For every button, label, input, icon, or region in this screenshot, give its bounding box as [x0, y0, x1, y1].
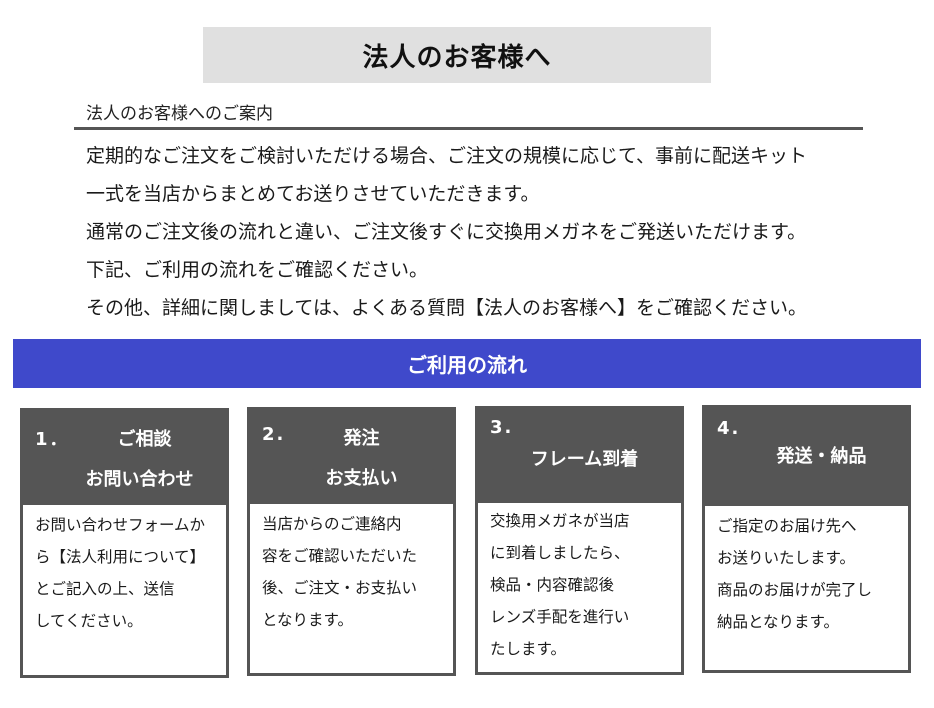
intro-line: 通常のご注文後の流れと違い、ご注文後すぐに交換用メガネをご発送いただけます。 — [86, 221, 807, 243]
step-body-line: 検品・内容確認後 — [490, 576, 615, 594]
flow-section-header: ご利用の流れ — [13, 339, 921, 388]
step-title: 発注 — [343, 428, 380, 449]
step-header: 2. 発注 お支払い — [250, 410, 453, 504]
step-number: 1． — [35, 429, 70, 450]
step-number: 4. — [717, 418, 741, 439]
intro-line: 一式を当店からまとめてお送りさせていただきます。 — [86, 183, 540, 205]
step-number: 2. — [262, 424, 286, 445]
flow-step-2: 2. 発注 お支払い 当店からのご連絡内 容をご確認いただいた 後、ご注文・お支… — [247, 407, 456, 676]
page-title-box: 法人のお客様へ — [203, 27, 711, 83]
flow-step-1: 1． ご相談 お問い合わせ お問い合わせフォームか ら【法人利用について】 とご… — [20, 408, 229, 678]
intro-text: 定期的なご注文をご検討いただける場合、ご注文の規模に応じて、事前に配送キット 一… — [86, 137, 807, 327]
step-body-line: に到着しましたら、 — [490, 544, 630, 562]
step-body-line: ご指定のお届け先へ — [717, 517, 857, 535]
step-title: ご相談 — [117, 429, 172, 450]
step-body: ご指定のお届け先へ お送りいたします。 商品のお届けが完了し 納品となります。 — [705, 506, 908, 670]
step-title: フレーム到着 — [530, 449, 639, 470]
step-body-line: ら【法人利用について】 — [35, 548, 206, 566]
step-header: 3. フレーム到着 — [478, 409, 681, 503]
step-body-line: 容をご確認いただいた — [262, 547, 418, 565]
step-body-line: となります。 — [262, 611, 353, 629]
flow-step-4: 4. 発送・納品 ご指定のお届け先へ お送りいたします。 商品のお届けが完了し … — [702, 405, 911, 673]
step-body-line: 納品となります。 — [717, 613, 839, 631]
step-body-line: たします。 — [490, 640, 566, 658]
step-header: 4. 発送・納品 — [705, 408, 908, 506]
step-subtitle: お支払い — [325, 468, 398, 489]
step-body-line: 交換用メガネが当店 — [490, 512, 630, 530]
step-number: 3. — [490, 417, 514, 438]
intro-line: その他、詳細に関しましては、よくある質問【法人のお客様へ】をご確認ください。 — [86, 297, 808, 319]
step-body-line: お送りいたします。 — [717, 549, 855, 567]
step-body-line: 商品のお届けが完了し — [717, 581, 873, 599]
step-header: 1． ご相談 お問い合わせ — [23, 411, 226, 505]
step-body-line: とご記入の上、送信 — [35, 580, 175, 598]
flow-step-3: 3. フレーム到着 交換用メガネが当店 に到着しましたら、 検品・内容確認後 レ… — [475, 406, 684, 675]
page-title: 法人のお客様へ — [362, 42, 552, 73]
step-title: 発送・納品 — [776, 446, 867, 467]
flow-section-title: ご利用の流れ — [407, 353, 527, 377]
step-body-line: 当店からのご連絡内 — [262, 515, 402, 533]
intro-divider — [74, 127, 863, 130]
step-body-line: お問い合わせフォームか — [35, 516, 206, 534]
intro-heading: 法人のお客様へのご案内 — [86, 104, 273, 124]
step-body: 当店からのご連絡内 容をご確認いただいた 後、ご注文・お支払い となります。 — [250, 504, 453, 673]
intro-line: 定期的なご注文をご検討いただける場合、ご注文の規模に応じて、事前に配送キット — [86, 145, 808, 167]
step-body-line: 後、ご注文・お支払い — [262, 579, 418, 597]
step-body-line: してください。 — [35, 612, 143, 630]
step-subtitle: お問い合わせ — [85, 469, 194, 490]
step-body: お問い合わせフォームか ら【法人利用について】 とご記入の上、送信 してください… — [23, 505, 226, 675]
step-body-line: レンズ手配を進行い — [490, 608, 630, 626]
step-body: 交換用メガネが当店 に到着しましたら、 検品・内容確認後 レンズ手配を進行い た… — [478, 503, 681, 672]
intro-line: 下記、ご利用の流れをご確認ください。 — [86, 259, 429, 281]
